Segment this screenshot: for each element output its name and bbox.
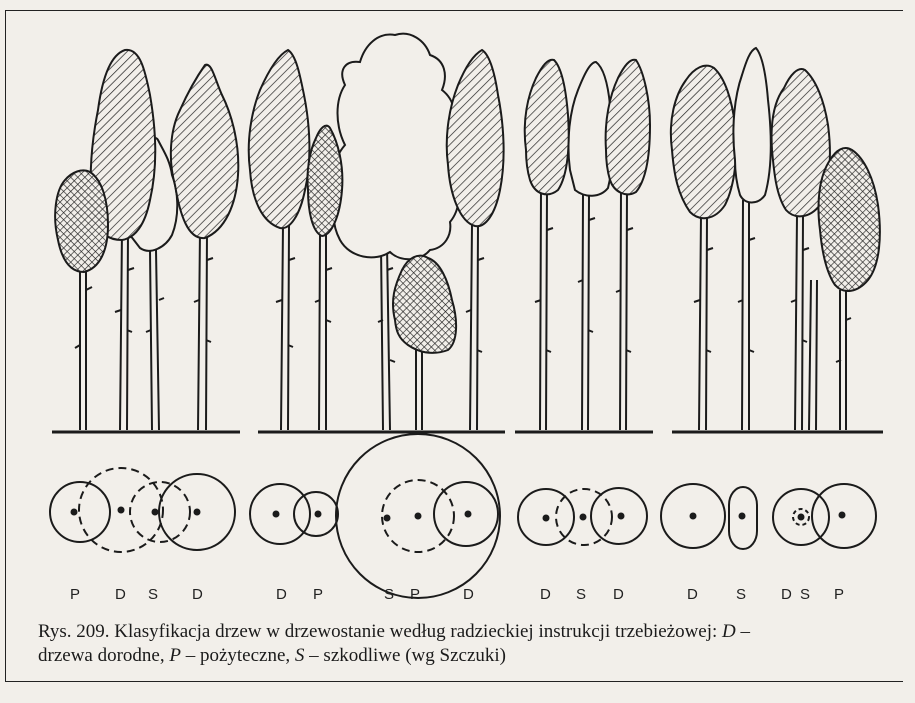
crown-S: [567, 60, 614, 197]
class-label: D: [276, 586, 287, 603]
crown-P: [392, 254, 458, 354]
figure-caption: Rys. 209. Klasyfikacja drzew w drzewosta…: [38, 620, 898, 668]
crown-P: [817, 147, 881, 292]
trunk: [415, 345, 423, 430]
caption-text: – pożyteczne,: [180, 645, 295, 666]
class-label: D: [781, 586, 792, 603]
crown-projections: [49, 433, 877, 599]
class-label: P: [70, 586, 81, 603]
tree-group-2: [247, 32, 505, 431]
trunk: [469, 224, 479, 431]
tree-group-4: [669, 46, 881, 431]
class-label: D: [192, 586, 203, 603]
trunk: [197, 229, 208, 431]
trunk: [539, 189, 548, 431]
class-label: S: [576, 586, 587, 603]
crown-D: [604, 58, 652, 196]
crown-D: [770, 68, 831, 218]
trunk: [698, 214, 708, 431]
class-label: P: [410, 586, 421, 603]
class-label: P: [313, 586, 324, 603]
crown-D: [169, 63, 240, 240]
class-label: P: [834, 586, 845, 603]
crown-D: [669, 64, 738, 220]
class-label: D: [540, 586, 551, 603]
trunk: [79, 270, 87, 430]
crown-S: [732, 46, 772, 204]
class-label: D: [613, 586, 624, 603]
crown-P: [54, 169, 110, 274]
trunk-dots: [70, 506, 846, 522]
class-label: D: [687, 586, 698, 603]
trunk: [808, 279, 818, 431]
caption-text: –: [735, 621, 751, 642]
class-label: S: [800, 586, 811, 603]
trunk: [318, 234, 327, 431]
crown-D: [247, 48, 311, 230]
caption-letter-p: P: [169, 645, 181, 666]
tree-group-3: [523, 58, 652, 431]
crown-D: [445, 48, 505, 228]
crown-D: [89, 48, 157, 242]
trunk: [741, 199, 750, 431]
crown-D: [523, 58, 570, 196]
crown-P: [306, 124, 344, 238]
trunk: [380, 244, 391, 431]
caption-letter-s: S: [294, 645, 305, 666]
trunk: [280, 224, 290, 431]
trunk: [581, 194, 590, 431]
class-label: D: [115, 586, 126, 603]
class-label: S: [384, 586, 395, 603]
caption-text: drzewa dorodne,: [38, 645, 170, 666]
figure-frame: [5, 10, 903, 682]
caption-letter-d: D: [722, 621, 736, 642]
crown-S: [332, 32, 461, 261]
trunk: [794, 214, 804, 431]
class-label: S: [148, 586, 159, 603]
trunk: [149, 249, 160, 431]
tree-group-1: [54, 48, 240, 431]
class-label: D: [463, 586, 474, 603]
class-label: S: [736, 586, 747, 603]
caption-text: Rys. 209. Klasyfikacja drzew w drzewosta…: [38, 621, 723, 642]
trunk: [619, 189, 628, 431]
trunk: [119, 229, 129, 431]
caption-text: – szkodliwe (wg Szczuki): [304, 645, 506, 666]
